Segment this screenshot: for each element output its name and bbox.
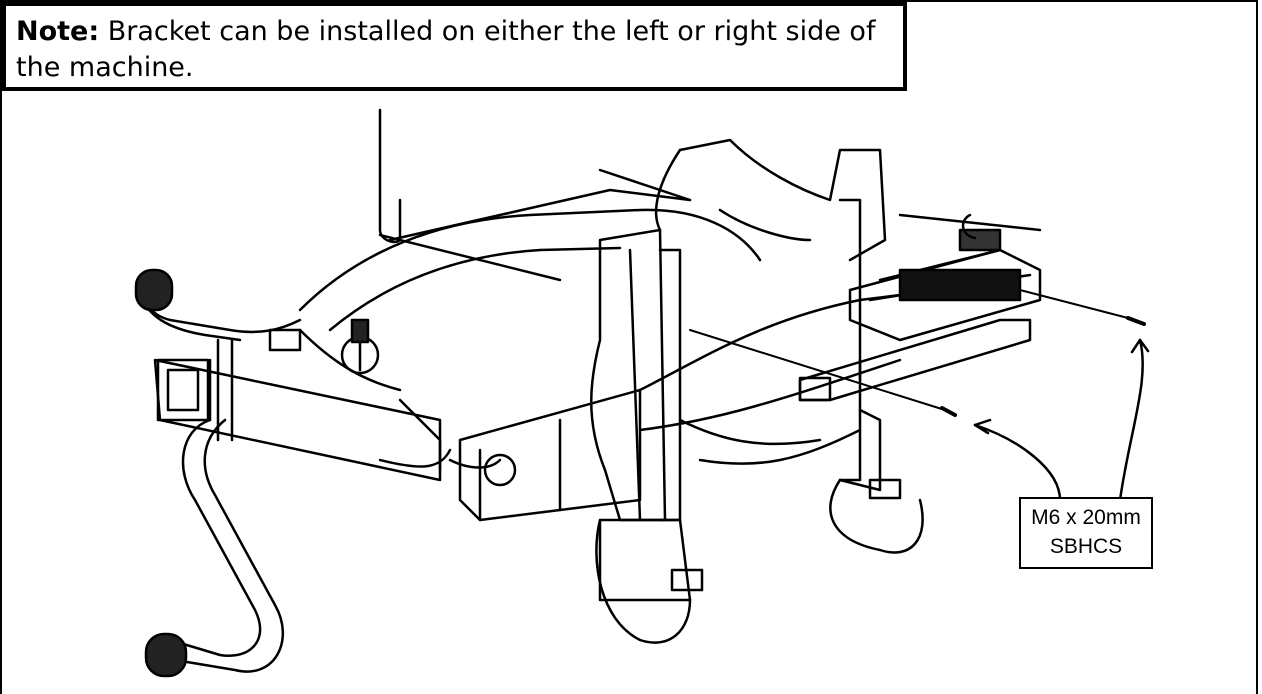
bolts — [689, 289, 1146, 417]
callout-line-2: SBHCS — [1049, 535, 1123, 558]
callout-leaders — [973, 338, 1150, 502]
callout-line-1: M6 x 20mm — [1031, 506, 1141, 529]
machine-frame — [153, 138, 1042, 644]
note-text: Bracket can be installed on either the l… — [16, 16, 876, 83]
fastener-callout: M6 x 20mm SBHCS — [1019, 497, 1153, 569]
note-box: Note: Bracket can be installed on either… — [2, 2, 907, 91]
left-handle — [134, 268, 302, 678]
note-label: Note: — [16, 16, 100, 47]
